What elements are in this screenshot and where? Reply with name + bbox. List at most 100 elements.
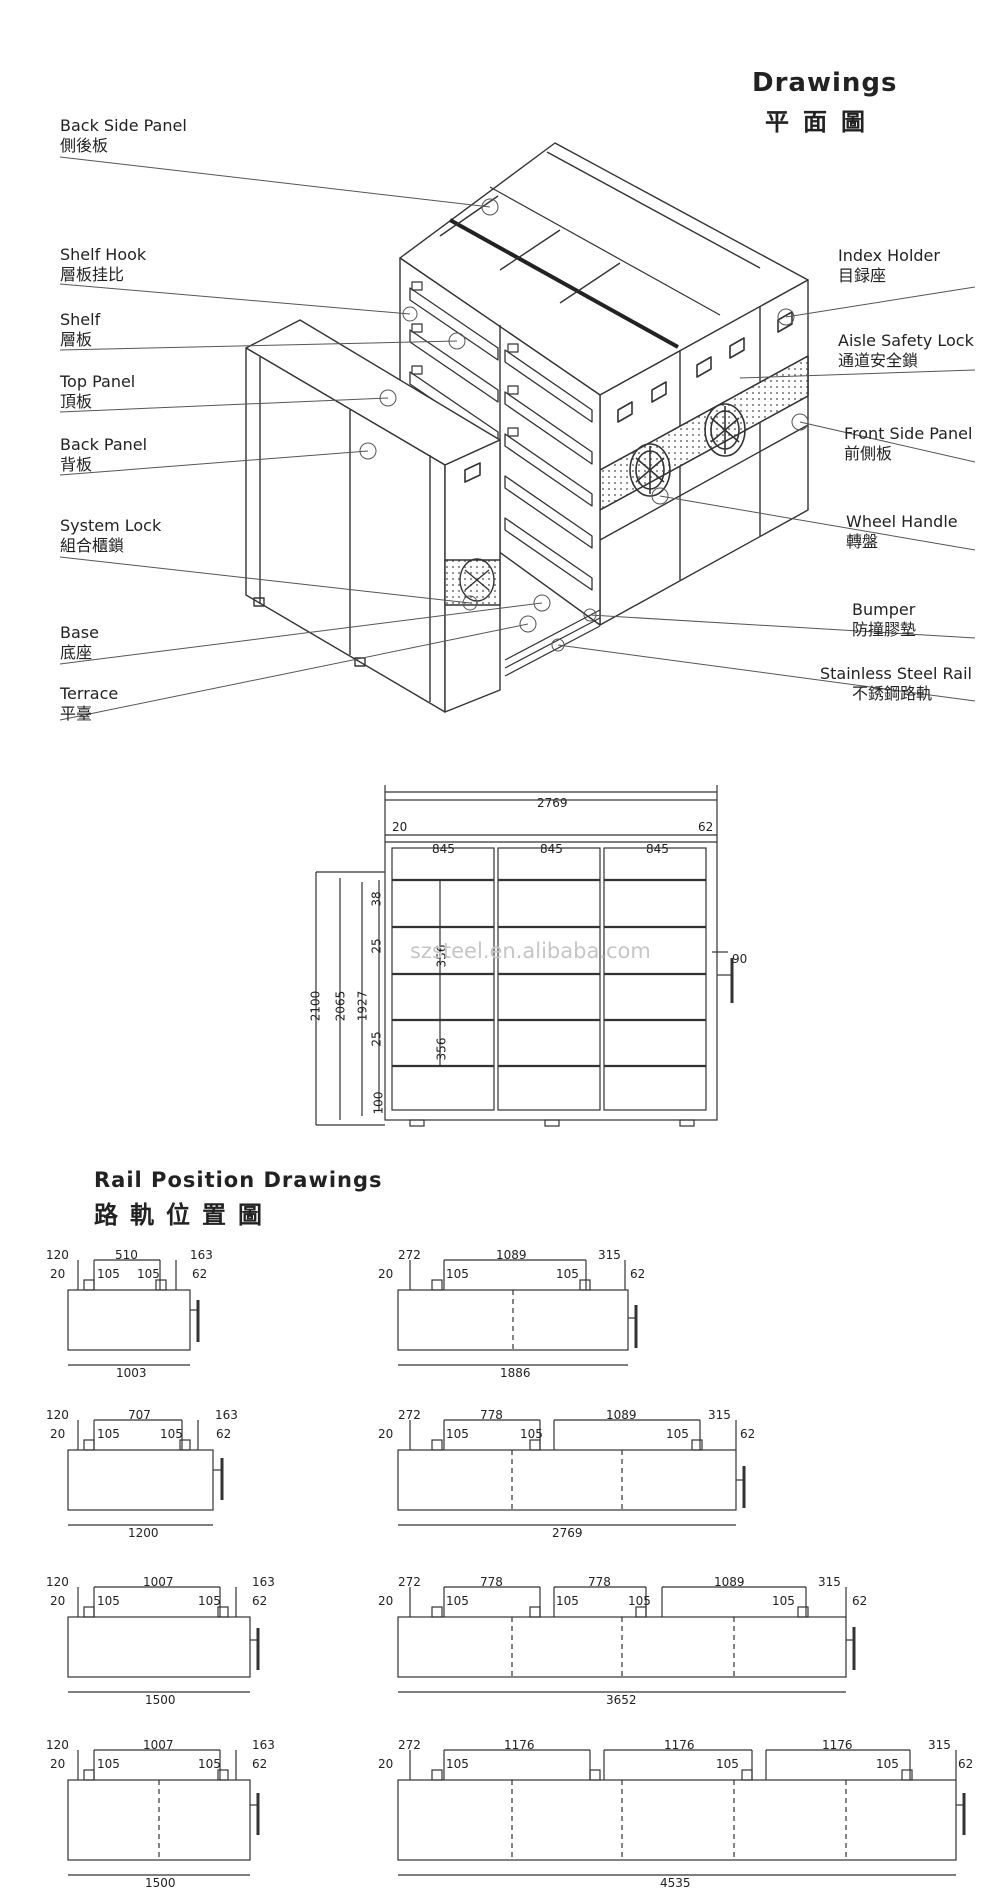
rail-right-1 [397, 1259, 638, 1366]
watermark: szsteel.en.alibaba.com [410, 939, 651, 963]
rail-section-title: Rail Position Drawings [94, 1168, 383, 1192]
rail-dim: 105 [198, 1757, 221, 1771]
rail-drawings [67, 1259, 966, 1876]
rail-dim: 62 [252, 1594, 268, 1608]
rail-total: 3652 [606, 1693, 637, 1707]
dim-shelf-gap-1: 25 [369, 938, 384, 954]
rail-dim: 20 [50, 1757, 66, 1771]
rail-dim: 1176 [664, 1738, 695, 1752]
rail-dim: 20 [50, 1427, 66, 1441]
dim-handle: 90 [732, 952, 748, 966]
rail-dim: 120 [46, 1248, 69, 1262]
rail-total: 1500 [145, 1876, 176, 1890]
rail-dim: 272 [398, 1738, 421, 1752]
rail-dim: 163 [190, 1248, 213, 1262]
rail-dim: 105 [446, 1594, 469, 1608]
rail-dim: 105 [716, 1757, 739, 1771]
rail-dim: 20 [50, 1267, 66, 1281]
front-elevation [315, 785, 734, 1127]
rail-dim: 778 [480, 1575, 503, 1589]
rail-dim: 62 [216, 1427, 232, 1441]
rail-left-4 [67, 1749, 260, 1876]
rail-total: 1886 [500, 1366, 531, 1380]
rail-dim: 105 [97, 1427, 120, 1441]
rail-dim: 1176 [504, 1738, 535, 1752]
rail-dim: 1089 [606, 1408, 637, 1422]
rail-dim: 105 [556, 1594, 579, 1608]
rail-dim: 315 [708, 1408, 731, 1422]
rail-dim: 315 [928, 1738, 951, 1752]
rail-dim: 1089 [714, 1575, 745, 1589]
rail-dim: 62 [958, 1757, 974, 1771]
rail-total: 1003 [116, 1366, 147, 1380]
rail-dim: 120 [46, 1408, 69, 1422]
rail-dim: 62 [252, 1757, 268, 1771]
dim-height-2100: 2100 [308, 990, 323, 1022]
rail-total: 4535 [660, 1876, 691, 1890]
dim-height-2065: 2065 [333, 990, 348, 1022]
rail-dim: 105 [556, 1267, 579, 1281]
rail-dim: 1007 [143, 1575, 174, 1589]
rail-dim: 1176 [822, 1738, 853, 1752]
rail-total: 1200 [128, 1526, 159, 1540]
rail-right-2 [397, 1419, 746, 1526]
rail-dim: 20 [378, 1594, 394, 1608]
rail-dim: 105 [520, 1427, 543, 1441]
rail-dim: 20 [378, 1757, 394, 1771]
rail-dim: 105 [446, 1427, 469, 1441]
rail-dim: 707 [128, 1408, 151, 1422]
dim-bay-1: 845 [432, 842, 455, 856]
rail-section-title-zh: 路軌位置圖 [94, 1201, 274, 1229]
rail-dim: 510 [115, 1248, 138, 1262]
rail-total: 1500 [145, 1693, 176, 1707]
dim-right-offset: 62 [698, 820, 714, 834]
rail-right-4 [397, 1749, 966, 1876]
rail-left-2 [67, 1419, 224, 1526]
callout-leaders [59, 156, 976, 721]
isometric-cabinet [245, 142, 809, 713]
rail-dim: 62 [740, 1427, 756, 1441]
rail-dim: 105 [446, 1267, 469, 1281]
rail-dim: 120 [46, 1738, 69, 1752]
rail-dim: 105 [97, 1594, 120, 1608]
dim-total-width: 2769 [537, 796, 568, 810]
rail-dim: 105 [876, 1757, 899, 1771]
rail-dim: 163 [252, 1575, 275, 1589]
rail-dim: 163 [215, 1408, 238, 1422]
dim-shelf-top: 38 [369, 891, 384, 907]
rail-dim: 20 [378, 1427, 394, 1441]
rail-dim: 272 [398, 1248, 421, 1262]
dim-shelf-gap-2: 25 [369, 1031, 384, 1047]
rail-dim: 105 [160, 1427, 183, 1441]
rail-dim: 105 [198, 1594, 221, 1608]
rail-dim: 62 [192, 1267, 208, 1281]
rail-right-3 [397, 1586, 856, 1693]
rail-left-1 [67, 1259, 200, 1366]
rail-dim: 105 [97, 1757, 120, 1771]
rail-dim: 778 [588, 1575, 611, 1589]
dim-base-height: 100 [371, 1091, 386, 1115]
rail-dim: 1089 [496, 1248, 527, 1262]
rail-dim: 778 [480, 1408, 503, 1422]
rail-dim: 105 [137, 1267, 160, 1281]
rail-dim: 105 [666, 1427, 689, 1441]
rail-total: 2769 [552, 1526, 583, 1540]
rail-dim: 105 [772, 1594, 795, 1608]
rail-dim: 20 [50, 1594, 66, 1608]
rail-dim: 120 [46, 1575, 69, 1589]
dim-height-1927: 1927 [355, 990, 370, 1022]
dim-bay-3: 845 [646, 842, 669, 856]
page-title: Drawings [752, 68, 898, 98]
rail-dim: 1007 [143, 1738, 174, 1752]
